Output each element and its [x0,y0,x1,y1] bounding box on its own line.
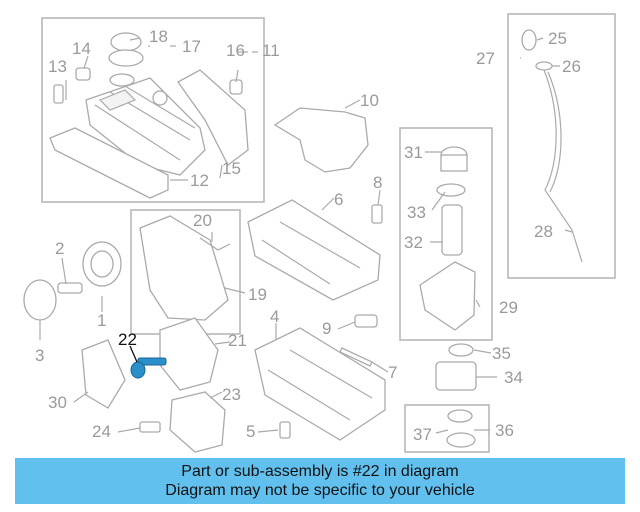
group-box-dipstick [507,13,616,279]
callout-18: 18 [149,27,168,46]
callout-3: 3 [35,346,44,365]
callout-24: 24 [92,422,111,441]
valve-cover-gasket-part [49,127,169,199]
gasket-7-part [339,347,373,367]
lower-oil-pan-part [254,327,386,441]
part-info-banner: Part or sub-assembly is #22 in diagram D… [15,458,625,504]
callout-1: 1 [97,311,106,330]
group-box-seals [404,404,490,453]
breather-part [53,67,243,104]
drain-plug-part [279,421,291,439]
callout-28: 28 [534,222,553,241]
callout-32: 32 [404,233,423,252]
timing-cover-pipe [199,237,231,251]
oil-filter-part [419,146,476,331]
callout-2: 2 [55,239,64,258]
callout-14: 14 [72,39,91,58]
callout-4: 4 [270,307,279,326]
seals-37-part [446,409,476,448]
callout-35: 35 [492,344,511,363]
callout-33: 33 [407,203,426,222]
callout-19: 19 [248,285,267,304]
callout-6: 6 [334,190,343,209]
callout-9: 9 [322,319,331,338]
callout-5: 5 [246,422,255,441]
oil-pump-shield-part [169,391,226,453]
callout-36: 36 [495,421,514,440]
group-box-cylinder-head-cover [41,17,265,203]
cover-heat-shield-part [177,69,249,166]
oil-pump-part [159,317,219,391]
callout-13: 13 [48,57,67,76]
callout-17: 17 [182,37,201,56]
oil-baffle-part [273,107,369,173]
callout-15: 15 [222,159,241,178]
callout-21: 21 [228,331,247,350]
callout-26: 26 [562,57,581,76]
callout-34: 34 [504,368,523,387]
callout-23: 23 [222,385,241,404]
bolt-24-part [139,421,161,433]
parts-diagram: 13 14 18 17 16 11 10 15 12 8 6 20 19 2 1… [23,13,616,453]
callout-22: 22 [118,330,137,349]
sensor-9-part [354,314,378,328]
valve-cover-part [85,77,206,176]
callout-11: 11 [262,41,280,60]
callout-7: 7 [388,363,397,382]
callout-27: 27 [476,49,495,68]
group-box-oil-filter [399,127,493,341]
leader-lines [39,37,573,434]
crank-pulley-part [23,241,122,321]
callout-10: 10 [360,91,379,110]
oil-level-sensor-part [371,204,383,224]
callout-8: 8 [373,173,382,192]
callout-31: 31 [404,143,423,162]
banner-line-disclaimer: Diagram may not be specific to your vehi… [165,482,475,499]
upper-oil-pan-part [247,199,381,301]
callout-25: 25 [548,29,567,48]
oil-pump-cover-part [81,339,126,409]
callout-29: 29 [499,298,518,317]
callout-20: 20 [193,211,212,230]
banner-line-part: Part or sub-assembly is #22 in diagram [181,463,459,480]
timing-cover-part [139,215,229,321]
bolt-22-highlighted [129,345,167,379]
dipstick-part [521,29,583,263]
callout-12: 12 [190,171,209,190]
oil-cooler-part [435,343,477,391]
callout-16: 16 [226,41,245,60]
oil-filler-cap-part [108,32,144,87]
callout-30: 30 [48,393,67,412]
callout-37: 37 [413,425,432,444]
